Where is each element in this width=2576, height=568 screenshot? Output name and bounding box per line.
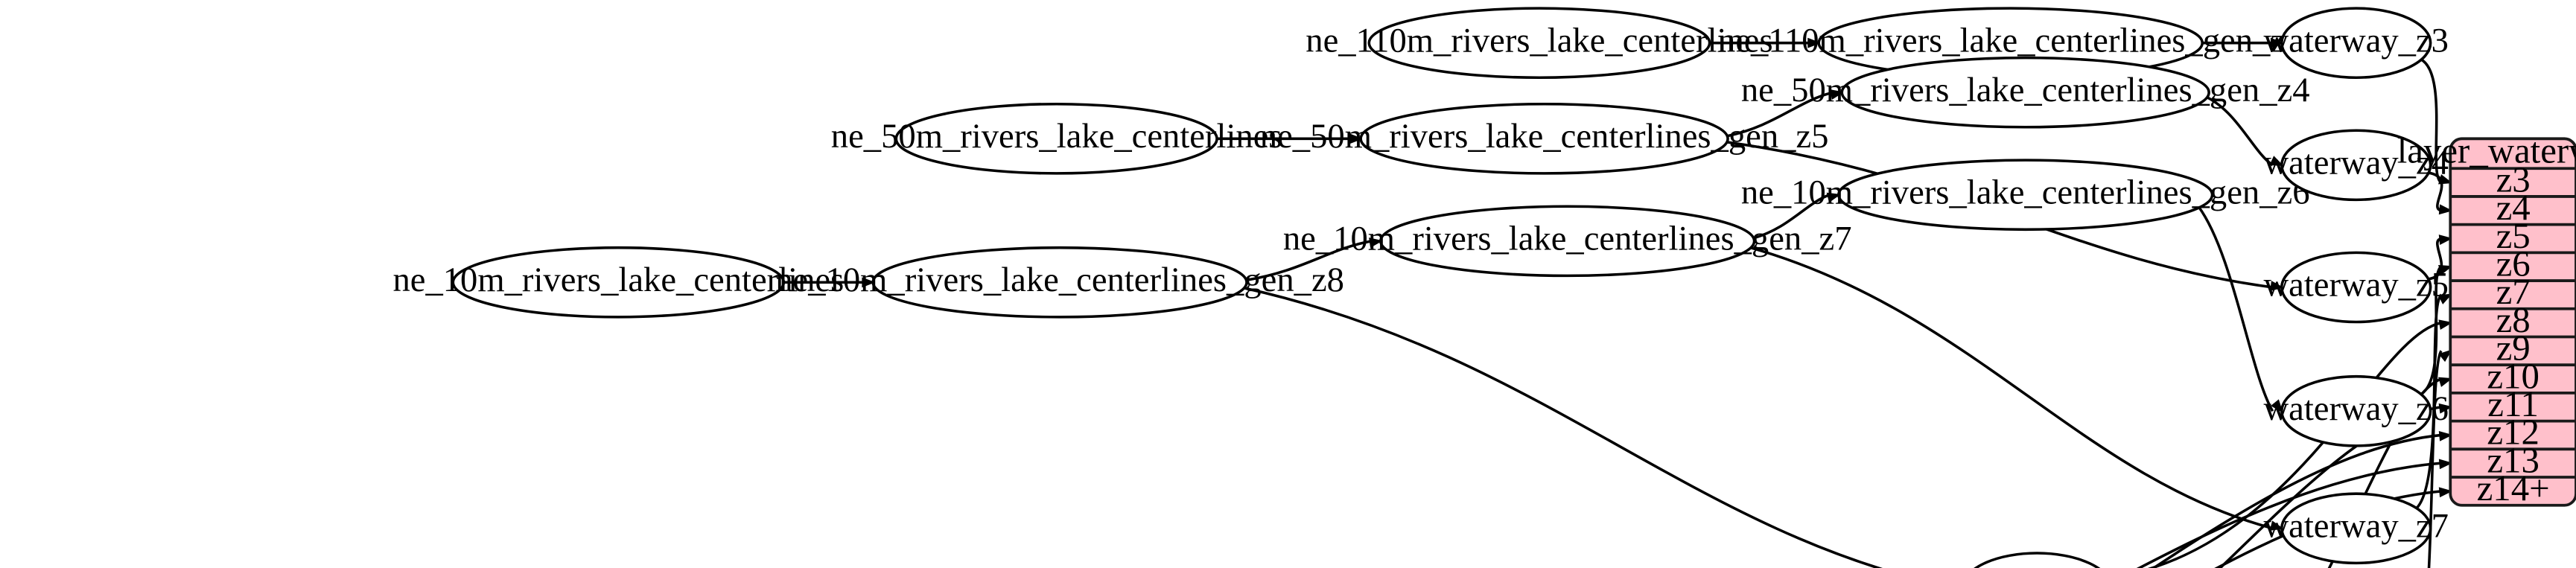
- arrow-head: [1807, 37, 1822, 48]
- node-shape[interactable]: [1359, 102, 1729, 175]
- node-ne10[interactable]: ne_10m_rivers_lake_centerlines: [392, 246, 844, 319]
- edge-waterway_z4-to-table_row_z4: [2428, 171, 2443, 212]
- arrow-head: [2438, 234, 2453, 245]
- table-row-hit[interactable]: [2450, 281, 2576, 309]
- node-shape[interactable]: [871, 246, 1248, 319]
- edge-waterway_z9-to-table_row_z9: [2427, 350, 2443, 568]
- node-shape[interactable]: [1837, 159, 2214, 232]
- arrow-head: [2438, 430, 2453, 441]
- arrow-head: [1369, 237, 1383, 248]
- edge-ne10_gen_z8-to-ne10_gen_z7: [1246, 240, 1372, 282]
- table-row-hit[interactable]: [2450, 197, 2576, 225]
- arrow-head: [2437, 265, 2453, 275]
- node-shape[interactable]: [894, 102, 1218, 175]
- table-row-hit[interactable]: [2450, 393, 2576, 421]
- edge-waterway_z14-to-table_row_z14+: [2214, 490, 2442, 568]
- table-row-hit[interactable]: [2450, 225, 2576, 253]
- edge-ne10_gen_z6-to-waterway_z6: [2197, 205, 2274, 412]
- arrow-head: [2438, 377, 2453, 387]
- arrow-head: [2438, 319, 2453, 331]
- edge-ne10_gen_z7-to-waterway_z7: [1749, 246, 2274, 530]
- table-row-hit[interactable]: [2450, 365, 2576, 393]
- layer-waterway-table: layer_waterwayz3z4z5z6z7z8z9z10z11z12z13…: [2397, 131, 2576, 509]
- node-shape[interactable]: [451, 246, 786, 319]
- edge-waterway_z13-to-table_row_z13: [2136, 462, 2442, 568]
- node-shape[interactable]: [2280, 129, 2432, 202]
- arrow-head: [2438, 204, 2453, 215]
- node-shape[interactable]: [2280, 251, 2432, 324]
- edge-ne50_gen_z5-to-ne50_gen_z4: [1726, 91, 1834, 138]
- node-shape[interactable]: [1962, 552, 2111, 568]
- node-shape[interactable]: [2280, 492, 2432, 565]
- node-shape[interactable]: [1367, 7, 1711, 80]
- edge-waterway_z5-to-table_row_z5: [2427, 237, 2443, 281]
- table-row-hit[interactable]: [2450, 168, 2576, 197]
- arrow-head: [2269, 520, 2284, 531]
- table-row-hit[interactable]: [2450, 336, 2576, 365]
- node-ne110[interactable]: ne_110m_rivers_lake_centerlines: [1306, 7, 1773, 80]
- arrow-head: [862, 277, 876, 288]
- table-row-hit[interactable]: [2450, 252, 2576, 281]
- node-shape[interactable]: [1379, 205, 1756, 278]
- arrow-head: [2437, 293, 2453, 304]
- arrow-head: [2270, 281, 2284, 291]
- arrow-head: [2438, 403, 2453, 414]
- arrow-head: [2271, 399, 2283, 413]
- table-row-hit[interactable]: [2450, 421, 2576, 450]
- arrow-head: [2269, 156, 2284, 167]
- node-waterway_z3[interactable]: waterway_z3: [2263, 7, 2449, 80]
- node-ne50_gen_z4[interactable]: ne_50m_rivers_lake_centerlines_gen_z4: [1741, 56, 2310, 129]
- edge-ne50_gen_z4-to-waterway_z4: [2206, 95, 2274, 167]
- arrow-head: [2438, 459, 2453, 470]
- table-outline: [2449, 137, 2576, 507]
- node-shape[interactable]: [1840, 56, 2210, 129]
- nodes-layer: imposm3osm_waterway_linestringosm_import…: [392, 7, 2449, 568]
- arrow-head: [1826, 192, 1841, 203]
- node-waterway_z6[interactable]: waterway_z6: [2263, 374, 2449, 447]
- arrow-head: [1830, 89, 1845, 100]
- arrow-head: [2438, 349, 2452, 363]
- node-waterway_z4[interactable]: waterway_z4: [2263, 129, 2449, 202]
- table-row-hit[interactable]: [2450, 477, 2576, 505]
- edge-ne10_gen_z8-to-waterway_z8: [1243, 287, 1883, 568]
- node-waterway_z8[interactable]: waterway_z8: [1944, 552, 2129, 568]
- node-ne50[interactable]: ne_50m_rivers_lake_centerlines: [831, 102, 1282, 175]
- edge-waterway_z8-to-table_row_z8: [2147, 321, 2442, 568]
- table-row-hit[interactable]: [2450, 309, 2576, 337]
- arrow-head: [2270, 37, 2284, 48]
- table-row-hit[interactable]: [2450, 449, 2576, 477]
- node-shape[interactable]: [2280, 7, 2432, 80]
- arrow-head: [2438, 487, 2453, 498]
- arrow-head: [1349, 133, 1364, 144]
- edge-waterway_z12-to-table_row_z12: [2151, 433, 2442, 568]
- node-shape[interactable]: [2280, 374, 2432, 447]
- node-waterway_z5[interactable]: waterway_z5: [2263, 251, 2449, 324]
- edge-ne10_gen_z7-to-ne10_gen_z6: [1753, 194, 1831, 240]
